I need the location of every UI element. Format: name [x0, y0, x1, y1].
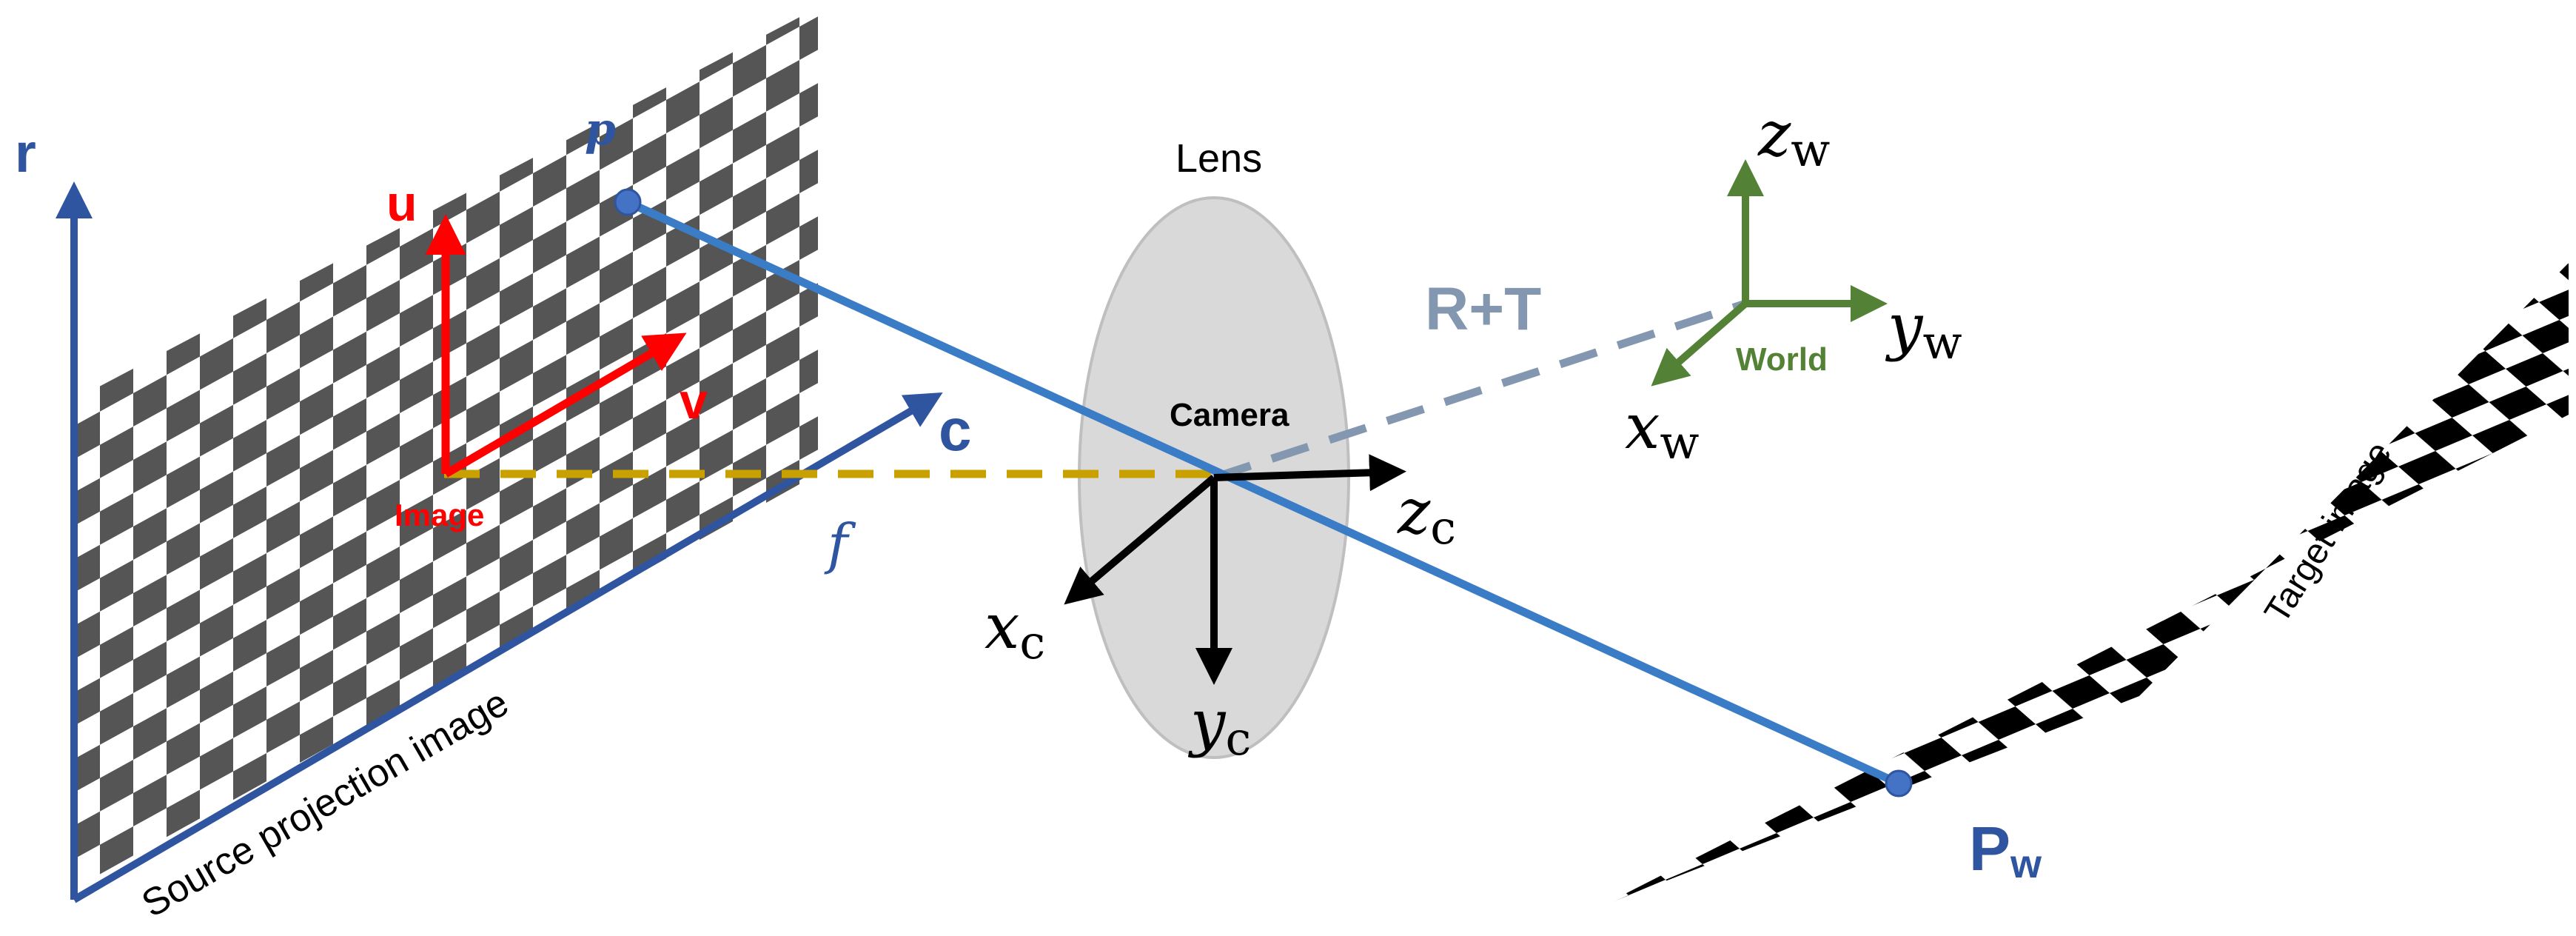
zc-axis-arrow — [1213, 454, 1406, 492]
xc-subscript: c — [1019, 615, 1045, 669]
xc-label: xc — [985, 590, 1045, 669]
v-axis-label: v — [680, 373, 708, 429]
xw-axis-arrow — [1651, 301, 1748, 387]
xw-main: x — [1625, 390, 1660, 463]
c-axis-label: c — [939, 397, 972, 463]
zw-label: zw — [1757, 98, 1830, 177]
zw-subscript: w — [1791, 123, 1830, 177]
xw-subscript: w — [1660, 415, 1699, 469]
pw-label: Pw — [1969, 814, 2042, 886]
yw-label: yw — [1885, 290, 1962, 370]
yw-main: y — [1885, 290, 1924, 363]
zw-main: z — [1757, 98, 1791, 170]
world-point-pw — [1885, 769, 1913, 798]
xc-main: x — [985, 590, 1019, 663]
yw-subscript: w — [1922, 315, 1962, 370]
zc-label: zc — [1397, 475, 1456, 555]
rt-label: R+T — [1425, 275, 1541, 343]
r-axis-label: r — [15, 122, 36, 184]
yc-label: yc — [1187, 686, 1251, 766]
pw-main: P — [1969, 814, 2010, 883]
pw-subscript: w — [2010, 842, 2042, 886]
zc-main: z — [1397, 475, 1431, 548]
camera-label: Camera — [1170, 397, 1289, 433]
xc-axis-arrow — [1064, 475, 1217, 605]
yc-subscript: c — [1225, 712, 1251, 766]
lens-label: Lens — [1175, 136, 1262, 181]
zc-subscript: c — [1430, 501, 1456, 555]
rt-dashed-line — [1212, 299, 1747, 482]
image-origin-label: Image — [395, 498, 484, 532]
focal-length-label: f — [824, 512, 856, 576]
u-axis-label: u — [386, 176, 417, 232]
world-label: World — [1736, 341, 1828, 378]
c-axis-arrow — [72, 392, 943, 903]
target-caption: Target image — [2257, 435, 2399, 629]
yc-main: y — [1187, 686, 1227, 759]
p-point-label: p — [585, 104, 616, 156]
image-point-p — [614, 188, 642, 216]
xw-label: xw — [1625, 390, 1699, 469]
projection-ray — [625, 198, 1901, 788]
v-axis-arrow — [443, 332, 687, 478]
